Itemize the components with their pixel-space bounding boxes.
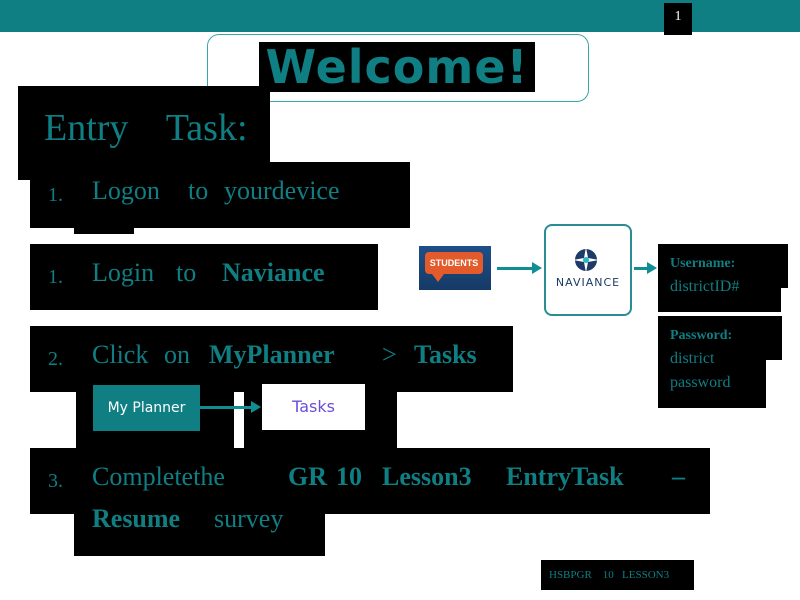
step-1a-word-2: to — [188, 176, 209, 205]
entry-task-heading: Entry Task: — [44, 107, 248, 149]
username-block-lower — [658, 280, 781, 312]
page-number: 1 — [664, 3, 692, 35]
step-1b-number: 1. — [48, 266, 63, 288]
step-1b-block — [30, 244, 378, 310]
step-1a-word-1: Logon — [92, 176, 160, 205]
password-value-2: password — [670, 374, 731, 391]
step-1a-number: 1. — [48, 184, 63, 206]
password-block-lower — [658, 360, 766, 408]
step-3-word-1: Completethe — [92, 462, 225, 491]
tasks-button: Tasks — [262, 384, 365, 430]
step-2-myplanner: MyPlanner — [209, 340, 335, 369]
my-planner-button: My Planner — [93, 385, 200, 431]
step-3-gr: GR — [288, 462, 327, 491]
username-label: Username: — [670, 256, 736, 271]
step-3-grade: 10 — [336, 462, 362, 491]
step-1b-word-2: to — [176, 258, 197, 287]
step-3-block — [30, 448, 710, 514]
step-1b-word-1: Login — [92, 258, 155, 287]
step-2-tasks: Tasks — [414, 340, 477, 369]
arrow-students-to-naviance-head — [532, 262, 542, 274]
step-2-separator: > — [382, 340, 397, 369]
step-3-survey: survey — [214, 504, 284, 533]
step-1a-word-3: yourdevice — [224, 176, 340, 205]
arrow-planner-to-tasks-head — [251, 401, 261, 413]
step-2-word-2: on — [164, 340, 190, 369]
step-2-number: 2. — [48, 348, 63, 370]
arrow-naviance-to-login-head — [647, 262, 657, 274]
step-3-resume: Resume — [92, 504, 181, 533]
step-2-block — [30, 326, 513, 392]
step-1b-naviance: Naviance — [222, 258, 325, 287]
password-label: Password: — [670, 328, 733, 343]
step-1a-block — [30, 162, 410, 228]
password-block — [658, 316, 782, 360]
students-badge: STUDENTS — [425, 252, 483, 274]
step-3-lesson: Lesson3 — [382, 462, 472, 491]
step-3-dash: – — [672, 462, 685, 491]
step-2-word-1: Click — [92, 340, 149, 369]
arrow-planner-to-tasks — [200, 406, 252, 409]
username-value: districtID# — [670, 278, 740, 295]
arrow-naviance-to-login — [634, 267, 648, 270]
page-title: Welcome! — [259, 42, 535, 92]
step-3-block-lower — [74, 505, 325, 556]
password-value-1: district — [670, 350, 715, 367]
footer-lesson-label: HSBPGR 10 LESSON3 — [541, 560, 694, 590]
naviance-wordmark: NAVIANCE — [555, 276, 621, 289]
step-3-number: 3. — [48, 470, 63, 492]
compass-icon — [573, 247, 599, 273]
students-badge-tail — [432, 274, 444, 282]
arrow-students-to-naviance — [497, 267, 533, 270]
step-1a-tab — [74, 228, 134, 234]
step-3-entrytask: EntryTask — [506, 462, 624, 491]
